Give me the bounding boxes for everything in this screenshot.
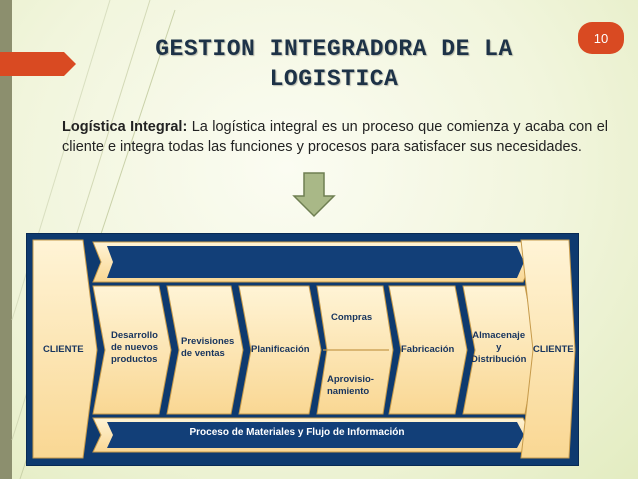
title-line-1: GESTION INTEGRADORA DE LA bbox=[155, 36, 513, 62]
definition-paragraph: Logística Integral: La logística integra… bbox=[62, 117, 608, 157]
previsiones-line-1: Previsiones bbox=[181, 336, 235, 347]
previsiones-label: Previsiones de ventas bbox=[181, 336, 234, 360]
fabricacion-shape bbox=[388, 285, 468, 415]
previsiones-shape bbox=[166, 285, 244, 415]
cliente-right-shape bbox=[520, 239, 576, 459]
cliente-left-shape bbox=[32, 239, 98, 459]
bottom-strip-bar bbox=[107, 422, 524, 448]
fabricacion-label: Fabricación bbox=[401, 344, 455, 355]
desarrollo-line-3: productos bbox=[111, 354, 158, 365]
aprovisionamiento-line-2: namiento bbox=[327, 386, 370, 397]
slide-title: GESTION INTEGRADORA DE LA LOGISTICA bbox=[84, 34, 584, 94]
desarrollo-label: Desarrollo de nuevos productos bbox=[111, 330, 158, 366]
slide-number-badge: 10 bbox=[578, 22, 624, 54]
red-tab-decoration bbox=[0, 52, 76, 76]
title-line-2: LOGISTICA bbox=[269, 66, 399, 92]
almacenaje-shape bbox=[462, 285, 538, 415]
logistics-diagram: CLIENTE Desarrollo de nuevos productos P… bbox=[26, 233, 579, 466]
flow-label: Proceso de Materiales y Flujo de Informa… bbox=[189, 427, 405, 438]
aprovisionamiento-line-1: Aprovisio- bbox=[327, 374, 374, 385]
desarrollo-shape bbox=[92, 285, 172, 415]
almacenaje-label: Almacenaje y Distribución bbox=[471, 330, 526, 366]
definition-term: Logística Integral: bbox=[62, 119, 188, 135]
planificacion-label: Planificación bbox=[251, 344, 310, 355]
planificacion-shape bbox=[238, 285, 322, 415]
cliente-right-label: CLIENTE bbox=[533, 344, 574, 355]
compras-label: Compras bbox=[331, 312, 373, 323]
definition-text: La logística integral es un proceso que … bbox=[62, 119, 608, 155]
left-accent-bar bbox=[0, 0, 12, 479]
down-arrow-icon bbox=[292, 172, 336, 218]
diagram-shapes bbox=[32, 239, 576, 459]
desarrollo-line-2: de nuevos bbox=[111, 342, 158, 353]
cliente-left-label: CLIENTE bbox=[43, 344, 84, 355]
almacenaje-line-1: Almacenaje bbox=[472, 330, 526, 341]
desarrollo-line-1: Desarrollo bbox=[111, 330, 158, 341]
almacenaje-line-3: Distribución bbox=[471, 354, 527, 365]
top-strip-bar bbox=[107, 246, 524, 278]
almacenaje-line-2: y bbox=[496, 342, 502, 353]
previsiones-line-2: de ventas bbox=[181, 348, 225, 359]
aprovisionamiento-label: Aprovisio- namiento bbox=[327, 374, 374, 398]
